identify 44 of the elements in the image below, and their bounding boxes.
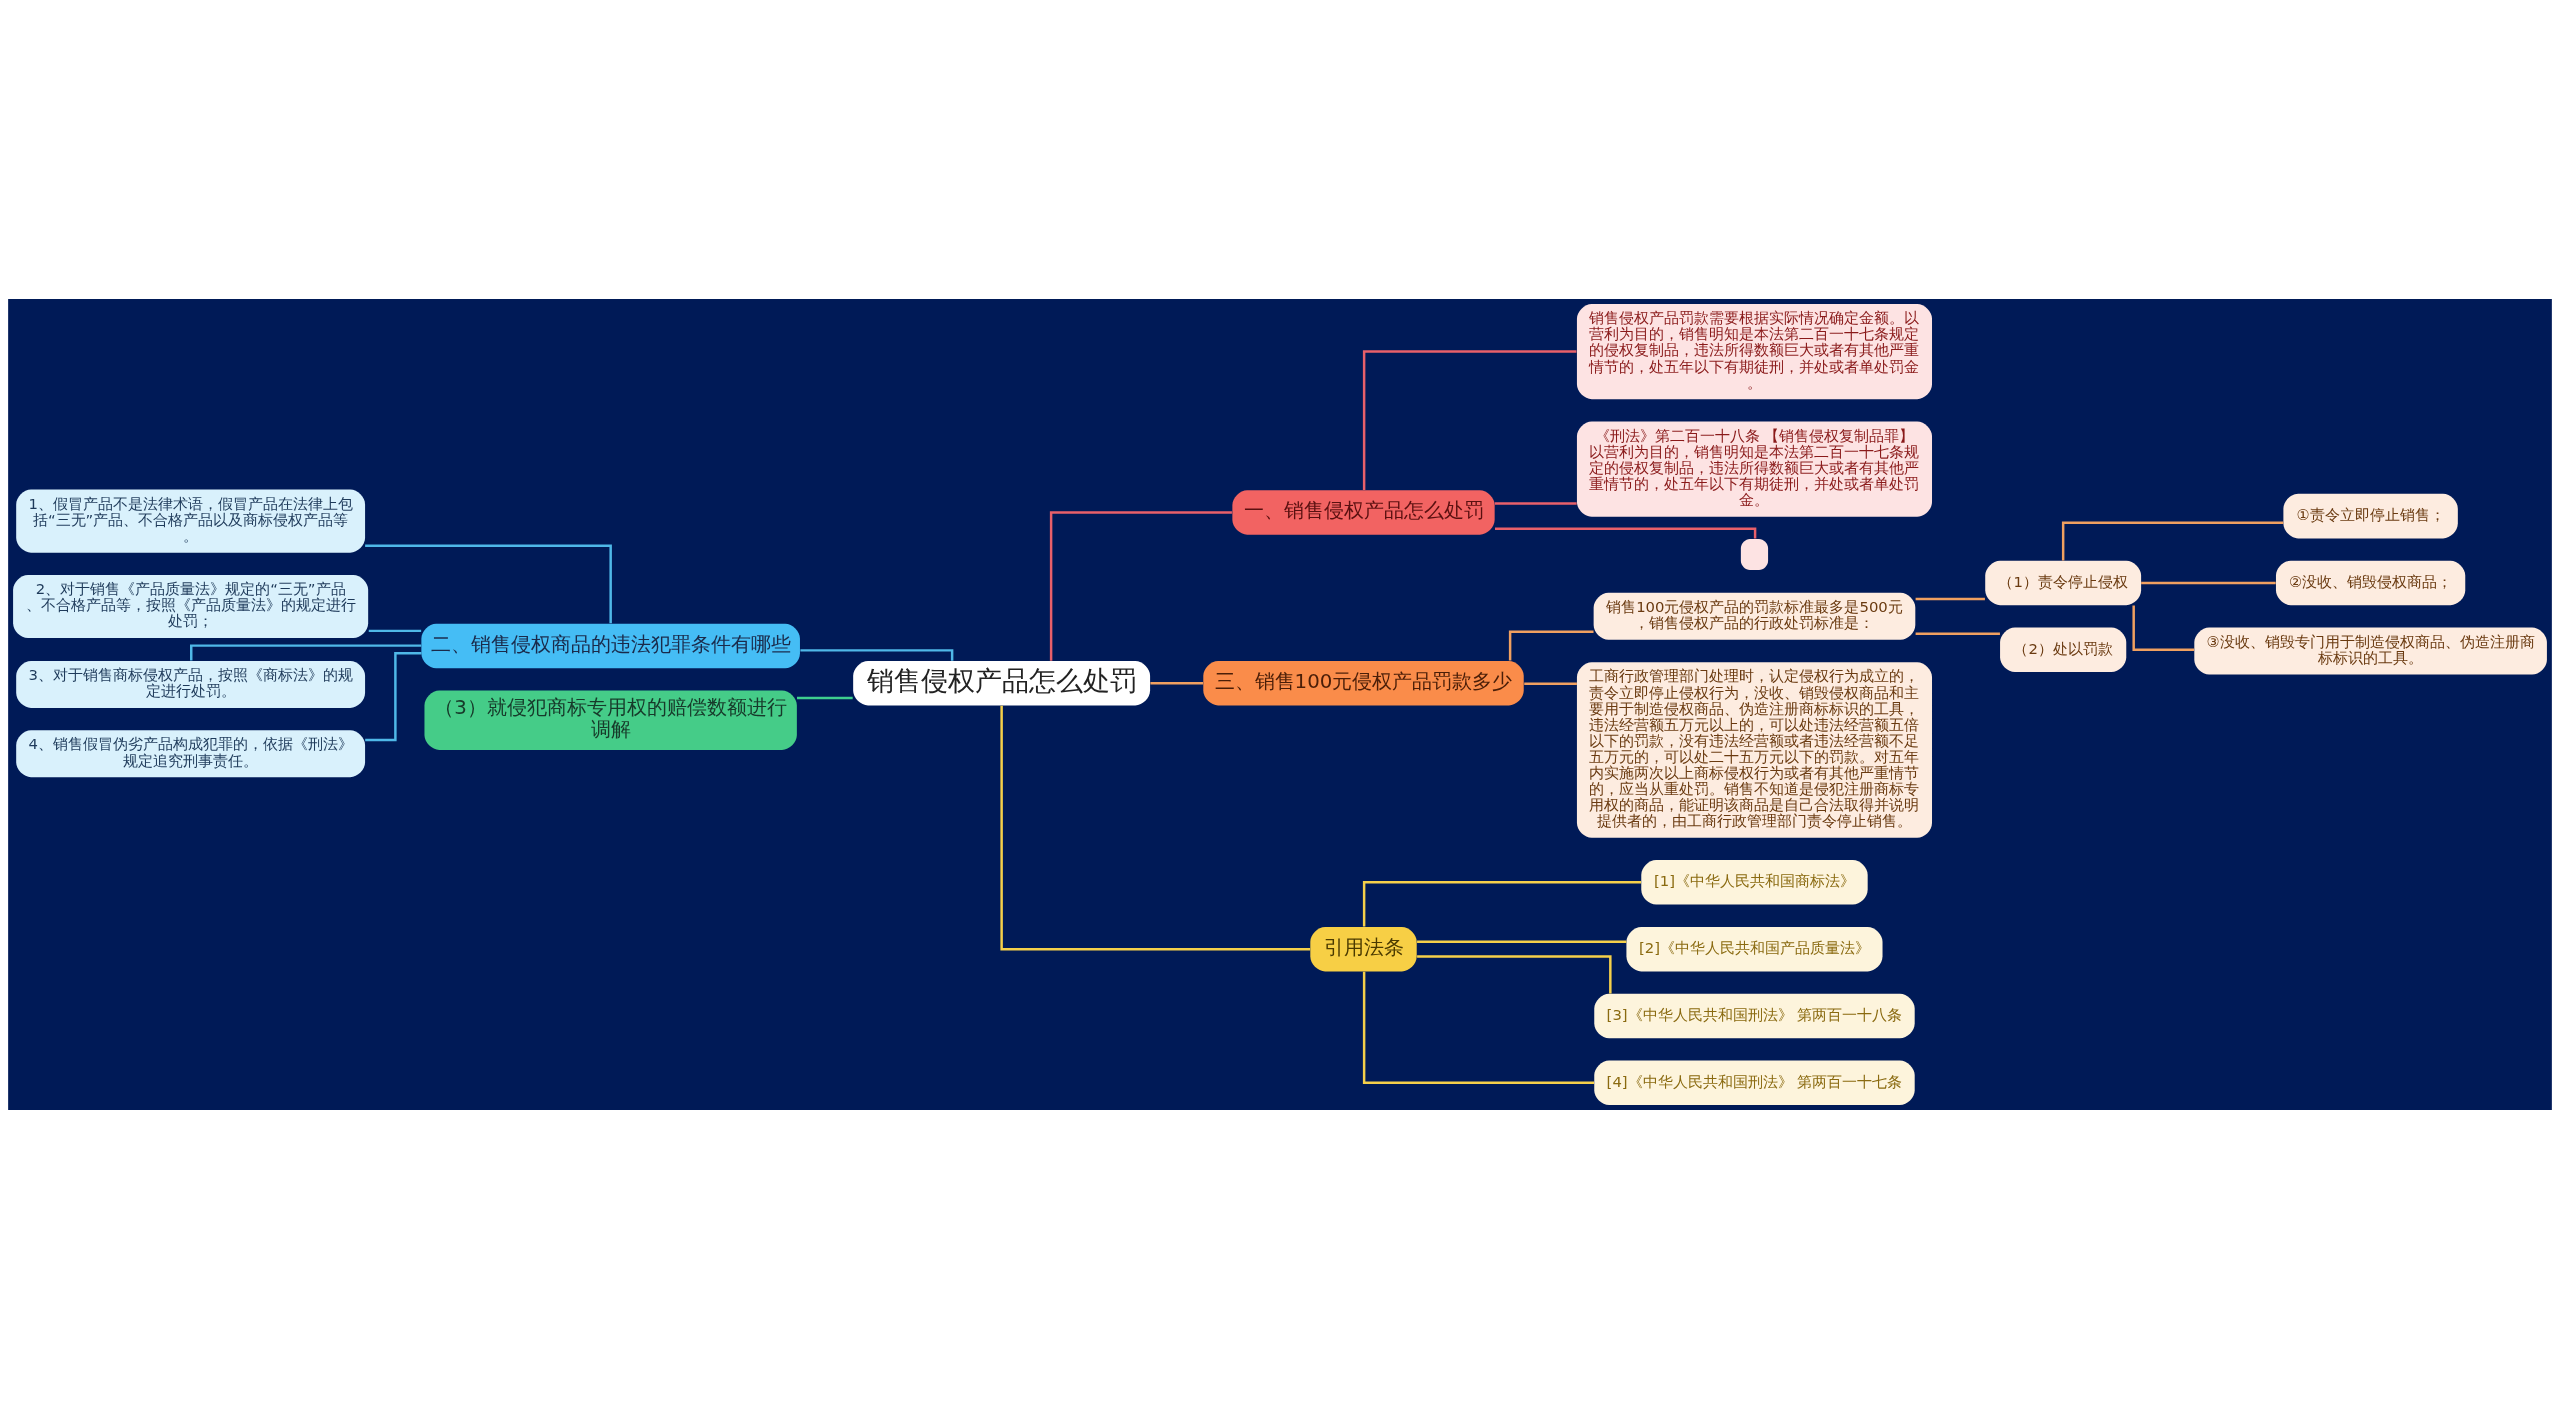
node-box: 2、对于销售《产品质量法》规定的“三无”产品、不合格产品等，按照《产品质量法》的规定进行处罚； [13, 574, 369, 638]
connector [1508, 630, 1594, 660]
node-box: [2]《中华人民共和国产品质量法》 [1626, 926, 1883, 971]
node-box: 三、销售100元侵权产品罚款多少 [1203, 660, 1524, 705]
node-box: 销售侵权产品怎么处罚 [853, 660, 1151, 705]
node-box: （1）责令停止侵权 [1985, 560, 2142, 605]
node-box: 4、销售假冒伪劣产品构成犯罪的，依据《刑法》规定追究刑事责任。 [16, 729, 366, 777]
node-box: （2）处以罚款 [2000, 627, 2127, 672]
connector [1362, 880, 1642, 927]
node-box: ③没收、销毁专门用于制造侵权商品、伪造注册商标标识的工具。 [2194, 627, 2547, 674]
connector [1915, 631, 2000, 635]
node-box: [4]《中华人民共和国刑法》 第两百一十七条 [1594, 1060, 1915, 1105]
node-box: （3）就侵犯商标专用权的赔偿数额进行调解 [424, 690, 797, 750]
node-box: 一、销售侵权产品怎么处罚 [1232, 489, 1495, 535]
connector [1362, 349, 1577, 490]
node-box: 3、对于销售商标侵权产品，按照《商标法》的规定进行处罚。 [16, 660, 366, 708]
node-box: 销售100元侵权产品的罚款标准最多是500元，销售侵权产品的行政处罚标准是： [1593, 592, 1916, 640]
node-box: 引用法条 [1310, 926, 1417, 971]
connector [1417, 940, 1627, 943]
node-box: ①责令立即停止销售； [2283, 493, 2458, 538]
connector [2061, 521, 2284, 560]
connector [797, 696, 853, 699]
node-box: 二、销售侵权商品的违法犯罪条件有哪些 [421, 623, 800, 668]
node-box: 销售侵权产品罚款需要根据实际情况确定金额。以营利为目的，销售明知是本法第二百一十七条规定的侵权复制品，违法所得数额巨大或者有其他严重情节的，处五年以下有期徒刑，并处或者单处罚金。 [1576, 303, 1932, 399]
connector [365, 544, 612, 623]
connector [1362, 971, 1594, 1084]
connector [1417, 954, 1612, 993]
node-box: 工商行政管理部门处理时，认定侵权行为成立的，责令立即停止侵权行为，没收、销毁侵权商品和主要用于制造侵权商品、伪造注册商标标识的工具，违法经营额五万元以上的，可以处违法经营额五倍以下的罚款，没有违法经营额或者违法经营额不足五万元的，可以处二十五万元以下的罚款。对五年内实施两次以上商标侵权行为或者有其他严重情节的，应当从重处罚。销售不知道是侵犯注册商标专用权的商品，能证明该商品是自己合法取得并说明提供者的，由工商行政管理部门责令停止销售。 [1576, 661, 1932, 838]
connector [1000, 705, 1311, 950]
connector [1494, 501, 1577, 505]
node-box: 1、假冒产品不是法律术语，假冒产品在法律上包括“三无”产品、不合格产品以及商标侵权产品等。 [16, 489, 366, 553]
connector [2141, 581, 2276, 584]
connector [1524, 682, 1577, 685]
node-box: [3]《中华人民共和国刑法》 第两百一十八条 [1594, 993, 1915, 1038]
node-box: [1]《中华人民共和国商标法》 [1641, 859, 1868, 905]
connector [2132, 605, 2195, 651]
node-box [1740, 538, 1769, 570]
node-box: ②没收、销毁侵权商品； [2275, 560, 2466, 605]
connector [368, 629, 422, 632]
connector [190, 643, 422, 660]
connector [1049, 510, 1232, 661]
node-box: 《刑法》第二百一十八条 【销售侵权复制品罪】以营利为目的，销售明知是本法第二百一十七条规定的侵权复制品，违法所得数额巨大或者有其他严重情节的，处五年以下有期徒刑，并处或者单处罚金。 [1576, 421, 1932, 517]
connector [1915, 597, 1985, 600]
connector [1150, 681, 1203, 684]
